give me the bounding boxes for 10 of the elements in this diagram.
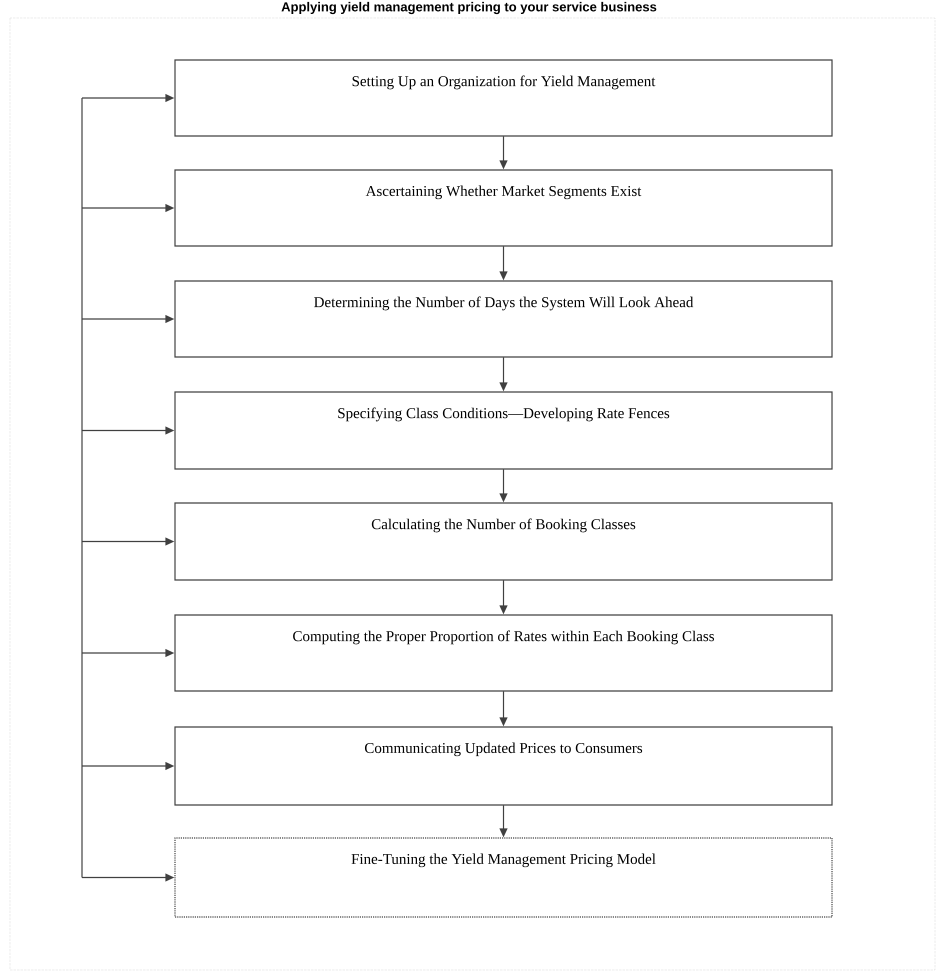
feedback-line	[81, 98, 83, 878]
process-box: Determining the Number of Days the System Will Look Ahead	[174, 280, 833, 358]
process-box: Setting Up an Organization for Yield Management	[174, 59, 833, 137]
process-box: Fine-Tuning the Yield Management Pricing Model	[174, 837, 833, 918]
process-box: Specifying Class Conditions—Developing Rate Fences	[174, 391, 833, 470]
title: Applying yield management pricing to your service business	[282, 2, 656, 14]
process-box: Communicating Updated Prices to Consumers	[174, 726, 833, 806]
process-box: Ascertaining Whether Market Segments Exist	[174, 169, 833, 247]
process-box: Calculating the Number of Booking Classes	[174, 502, 833, 581]
process-box: Computing the Proper Proportion of Rates within Each Booking Class	[174, 614, 833, 692]
